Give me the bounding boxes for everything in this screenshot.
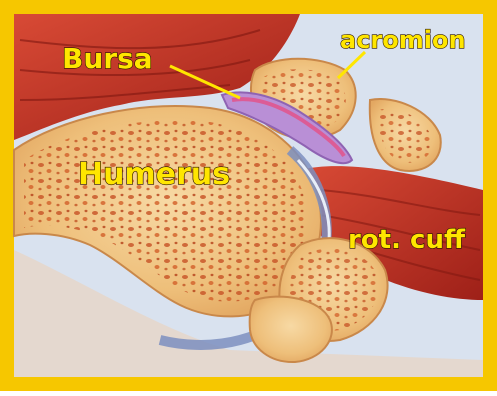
lower-bone (250, 297, 332, 362)
label-acromion: acromion (340, 26, 466, 54)
label-rotator-cuff: rot. cuff (348, 225, 466, 255)
label-humerus: Humerus (78, 157, 230, 192)
label-bursa: Bursa (62, 42, 153, 75)
